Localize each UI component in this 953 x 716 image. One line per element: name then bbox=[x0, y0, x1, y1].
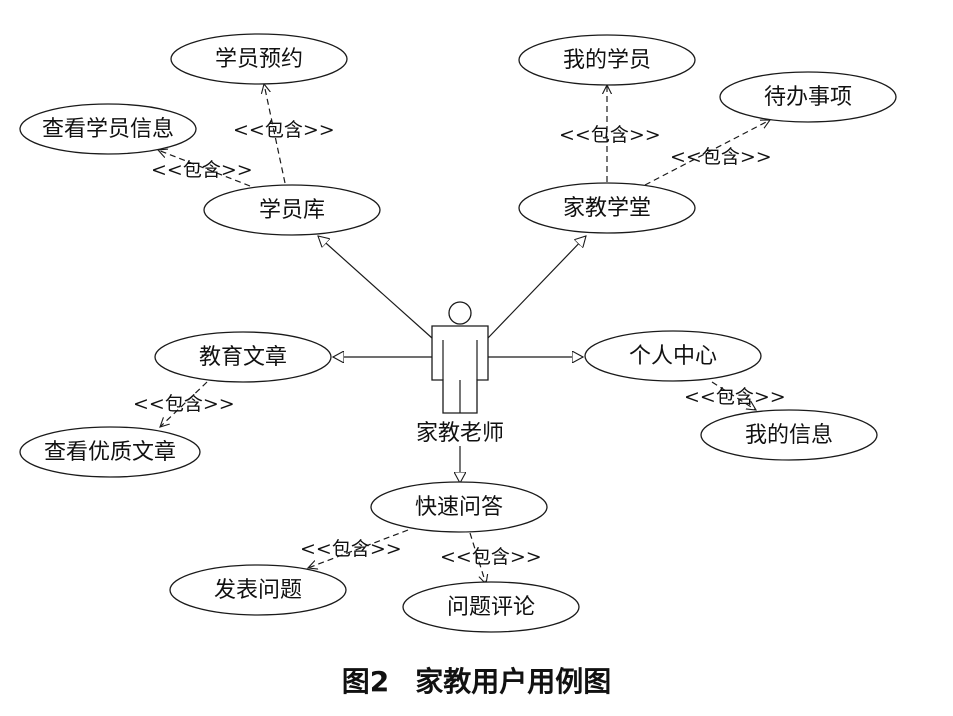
use-case-personal-center: 个人中心 bbox=[584, 330, 762, 382]
figure-title: 家教用户用例图 bbox=[415, 665, 612, 698]
use-case-todo-items: 待办事项 bbox=[719, 71, 897, 123]
assoc-tutor-hall bbox=[487, 236, 586, 339]
use-case-label: 学员库 bbox=[259, 198, 325, 223]
use-case-edu-articles: 教育文章 bbox=[154, 331, 332, 383]
use-case-student-booking: 学员预约 bbox=[170, 33, 348, 85]
include-label: <<包含>> bbox=[684, 386, 786, 408]
include-label: <<包含>> bbox=[440, 546, 542, 568]
use-case-label: 查看学员信息 bbox=[42, 117, 174, 142]
actor-label: 家教老师 bbox=[416, 421, 504, 446]
use-case-student-library: 学员库 bbox=[203, 184, 381, 236]
include-question-comment bbox=[469, 532, 486, 584]
use-case-label: 教育文章 bbox=[199, 345, 287, 370]
use-case-label: 我的学员 bbox=[563, 48, 651, 73]
include-view-student-info bbox=[158, 150, 251, 187]
include-label: <<包含>> bbox=[559, 124, 661, 146]
use-case-my-info: 我的信息 bbox=[700, 409, 878, 461]
include-label: <<包含>> bbox=[133, 393, 235, 415]
use-case-label: 我的信息 bbox=[745, 423, 833, 448]
use-case-post-question: 发表问题 bbox=[169, 564, 347, 616]
use-case-view-student-info: 查看学员信息 bbox=[19, 103, 197, 155]
assoc-student-library bbox=[318, 236, 433, 339]
use-case-view-quality-articles: 查看优质文章 bbox=[19, 426, 201, 478]
include-my-info bbox=[711, 381, 756, 410]
use-case-tutor-hall: 家教学堂 bbox=[518, 182, 696, 234]
include-label: <<包含>> bbox=[233, 119, 335, 141]
use-case-label: 学员预约 bbox=[215, 47, 303, 72]
include-todo-items bbox=[644, 120, 770, 186]
include-label: <<包含>> bbox=[151, 159, 253, 181]
use-case-my-students: 我的学员 bbox=[518, 34, 696, 86]
include-label: <<包含>> bbox=[670, 146, 772, 168]
figure-caption: 图2 家教用户用例图 bbox=[0, 660, 953, 700]
use-case-question-comment: 问题评论 bbox=[402, 581, 580, 633]
use-case-label: 个人中心 bbox=[629, 344, 717, 369]
use-case-label: 家教学堂 bbox=[563, 196, 651, 221]
use-case-quick-qa: 快速问答 bbox=[370, 481, 548, 533]
include-label: <<包含>> bbox=[300, 538, 402, 560]
use-case-label: 待办事项 bbox=[764, 85, 852, 110]
include-view-quality-articles bbox=[160, 381, 208, 427]
use-case-label: 问题评论 bbox=[447, 595, 535, 620]
include-student-booking bbox=[264, 84, 286, 184]
use-case-label: 查看优质文章 bbox=[44, 440, 176, 465]
figure-number: 图2 bbox=[341, 665, 390, 698]
use-case-label: 快速问答 bbox=[415, 495, 503, 520]
actor-figure bbox=[431, 301, 489, 414]
use-case-label: 发表问题 bbox=[214, 578, 302, 603]
include-post-question bbox=[308, 529, 409, 568]
